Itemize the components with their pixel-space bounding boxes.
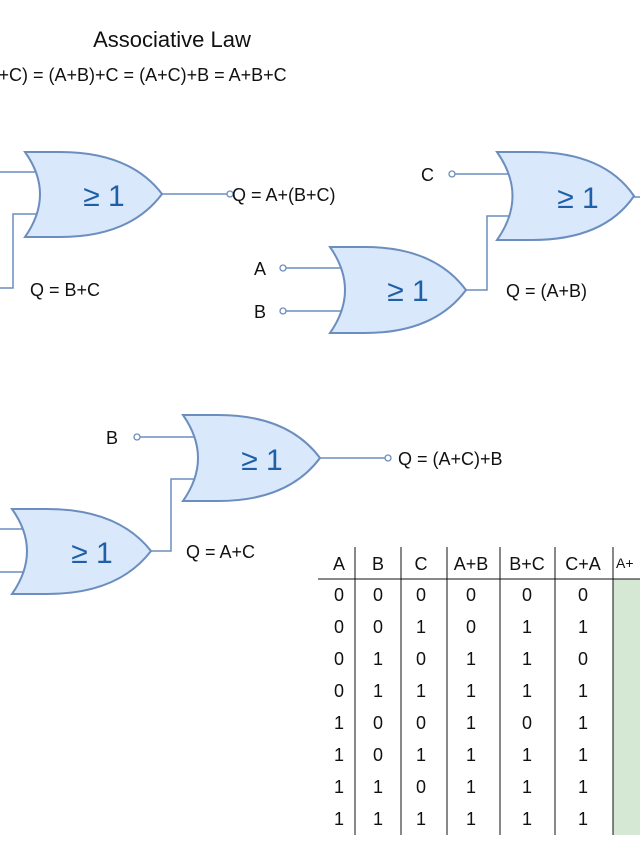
highlight-column (613, 579, 640, 835)
table-cell: 1 (466, 649, 476, 669)
table-cell: 1 (522, 777, 532, 797)
table-header-cell: B+C (509, 554, 545, 574)
table-cell: 1 (334, 745, 344, 765)
table-cell: 0 (334, 585, 344, 605)
table-cell: 1 (578, 681, 588, 701)
table-cell: 1 (522, 617, 532, 637)
circuit-a-plus-bc: ≥ 1 Q = A+(B+C) Q = B+C (0, 151, 336, 300)
table-grid (318, 547, 640, 835)
label-q-ac-b: Q = (A+C)+B (398, 449, 503, 469)
table-cell: 1 (578, 745, 588, 765)
table-cell: 1 (466, 681, 476, 701)
table-row: 0 0 0 0 0 0 (334, 585, 588, 605)
table-cell: 0 (334, 617, 344, 637)
table-cell: 0 (373, 745, 383, 765)
table-cell: 1 (522, 745, 532, 765)
table-cell: 1 (373, 681, 383, 701)
table-cell: 1 (522, 809, 532, 829)
gate-symbol: ≥ 1 (387, 275, 428, 308)
table-header-cell: A (333, 554, 345, 574)
label-q-ac: Q = A+C (186, 542, 255, 562)
or-gate-top-right (495, 151, 636, 241)
table-cell: 1 (416, 809, 426, 829)
table-cell: 0 (373, 585, 383, 605)
table-header-row: A B C A+B B+C C+A A+ (333, 554, 634, 574)
gate-symbol: ≥ 1 (71, 537, 112, 570)
label-b-input: B (254, 302, 266, 322)
table-cell: 1 (373, 649, 383, 669)
gate-symbol: ≥ 1 (83, 180, 124, 213)
table-cell: 1 (373, 809, 383, 829)
gate-symbol: ≥ 1 (557, 182, 598, 215)
table-row: 1 0 0 1 0 1 (334, 713, 588, 733)
page-title: Associative Law (93, 27, 251, 52)
label-q-bc: Q = B+C (30, 280, 100, 300)
table-cell: 1 (334, 713, 344, 733)
circuit-ab-plus-c: ≥ 1 ≥ 1 C A B Q = (A+B) (254, 151, 640, 334)
gate-symbol: ≥ 1 (241, 444, 282, 477)
table-cell: 1 (416, 617, 426, 637)
table-cell: 1 (522, 681, 532, 701)
table-header-cell: B (372, 554, 384, 574)
table-cell: 1 (578, 777, 588, 797)
table-cell: 1 (334, 809, 344, 829)
label-q-ab: Q = (A+B) (506, 281, 587, 301)
table-row: 1 1 0 1 1 1 (334, 777, 588, 797)
label-c-input: C (421, 165, 434, 185)
or-gate-middle (328, 246, 468, 334)
equation: A+(B+C) = (A+B)+C = (A+C)+B = A+B+C (0, 65, 287, 85)
table-cell: 0 (466, 585, 476, 605)
table-cell: 1 (334, 777, 344, 797)
table-row: 1 0 1 1 1 1 (334, 745, 588, 765)
table-row: 0 1 1 1 1 1 (334, 681, 588, 701)
table-cell: 0 (466, 617, 476, 637)
table-cell: 0 (416, 713, 426, 733)
label-a-input: A (254, 259, 266, 279)
table-row: 0 1 0 1 1 0 (334, 649, 588, 669)
or-gate-bottom-upper (181, 414, 322, 502)
table-cell: 0 (578, 649, 588, 669)
table-cell: 1 (522, 649, 532, 669)
table-cell: 0 (522, 713, 532, 733)
table-cell: 1 (373, 777, 383, 797)
table-cell: 1 (578, 809, 588, 829)
table-row: 1 1 1 1 1 1 (334, 809, 588, 829)
table-cell: 1 (466, 713, 476, 733)
table-header-cell: C (415, 554, 428, 574)
label-b-input-bottom: B (106, 428, 118, 448)
table-cell: 0 (334, 681, 344, 701)
table-cell: 1 (466, 777, 476, 797)
or-gate-bottom-lower (10, 508, 153, 595)
table-cell: 1 (466, 809, 476, 829)
table-cell: 0 (373, 617, 383, 637)
table-cell: 0 (416, 585, 426, 605)
table-cell: 1 (466, 745, 476, 765)
table-cell: 1 (416, 681, 426, 701)
table-header-cell: A+B (454, 554, 489, 574)
table-cell: 0 (522, 585, 532, 605)
table-cell: 1 (578, 713, 588, 733)
table-cell: 1 (416, 745, 426, 765)
table-cell: 1 (578, 617, 588, 637)
table-header-cell: C+A (565, 554, 601, 574)
table-cell: 0 (334, 649, 344, 669)
or-gate-top-left (23, 151, 164, 238)
label-q-a-bc: Q = A+(B+C) (232, 185, 336, 205)
circuit-ac-plus-b: ≥ 1 ≥ 1 B Q = (A+C)+B Q = A+C (0, 414, 503, 595)
table-cell: 0 (578, 585, 588, 605)
table-cell: 0 (416, 649, 426, 669)
table-header-cell: A+ (616, 555, 634, 571)
table-row: 0 0 1 0 1 1 (334, 617, 588, 637)
table-cell: 0 (373, 713, 383, 733)
table-cell: 0 (416, 777, 426, 797)
